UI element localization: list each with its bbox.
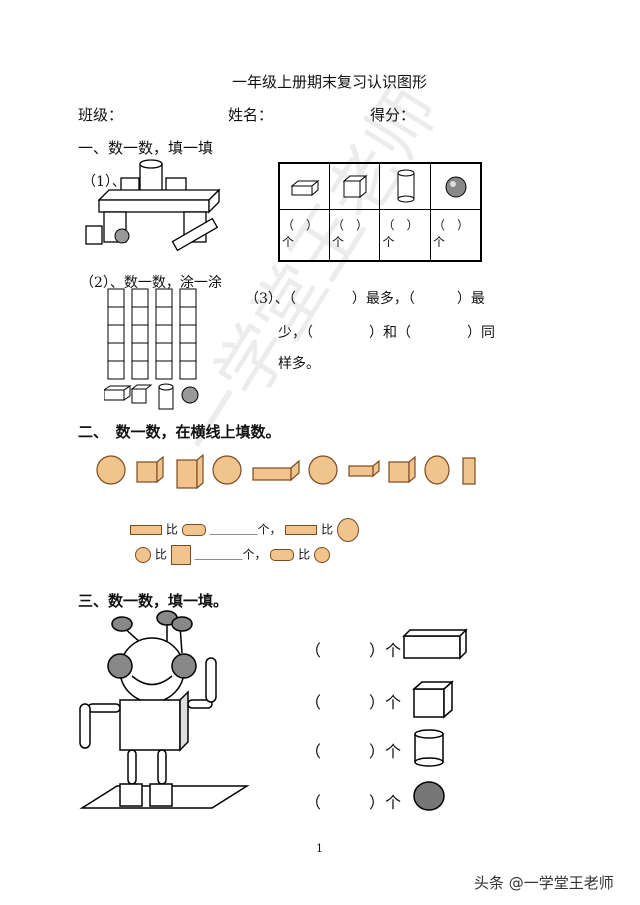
sphere-icon <box>429 162 482 210</box>
count-cell[interactable]: （ ）个 <box>379 208 431 262</box>
cuboid-icon <box>278 162 330 210</box>
cube-icon <box>412 680 454 719</box>
section3-heading: 三、数一数，填一填。 <box>78 592 229 610</box>
score-label: 得分： <box>370 106 416 124</box>
shape-count-table: （ ）个 （ ）个 （ ）个 （ ）个 <box>278 162 482 262</box>
source-watermark: 头条 @一学堂王老师 <box>474 874 614 892</box>
answer-row[interactable]: （ ）个 <box>305 693 402 712</box>
compare-word: 比 <box>154 547 167 562</box>
count-cell[interactable]: （ ）个 <box>429 208 482 262</box>
coloring-grid[interactable] <box>104 287 204 415</box>
cylinder-icon <box>379 162 431 210</box>
sphere-icon <box>413 781 445 811</box>
answer-blank[interactable]: ＿＿＿＿个， <box>194 547 267 562</box>
section1-heading: 一、数一数，填一填 <box>78 139 214 157</box>
class-label: 班级： <box>78 106 124 124</box>
solid-shapes-row <box>96 453 476 490</box>
answer-row[interactable]: （ ）个 <box>305 641 402 660</box>
q2-label: （2）、数一数，涂一涂 <box>80 275 222 291</box>
cuboid-icon <box>402 628 468 660</box>
cuboid-icon <box>130 525 162 535</box>
answer-row[interactable]: （ ）个 <box>305 742 402 761</box>
compare-word: 比 <box>165 522 178 537</box>
compare-line-1: 比 ＿＿＿＿个， 比 <box>130 518 360 542</box>
q1-label: （1）、 <box>82 174 126 190</box>
sphere-icon <box>337 518 360 542</box>
answer-blank[interactable]: ＿＿＿＿个， <box>209 522 282 537</box>
cuboid-icon <box>285 525 318 535</box>
compare-word: 比 <box>298 547 311 562</box>
q3-line1: （3）、（ ）最多，（ ）最 <box>245 291 485 307</box>
sphere-icon <box>314 547 331 563</box>
page-title: 一年级上册期末复习认识图形 <box>232 73 428 91</box>
q3-line3: 样多。 <box>278 356 320 372</box>
page-number: 1 <box>316 842 323 855</box>
answer-row[interactable]: （ ）个 <box>305 793 402 812</box>
sphere-icon <box>135 547 151 563</box>
compare-word: 比 <box>321 522 334 537</box>
cylinder-icon <box>414 729 444 767</box>
section2-heading: 二、 数一数，在横线上填数。 <box>78 423 281 441</box>
robot-image <box>79 610 250 809</box>
cube-icon <box>328 162 381 210</box>
cylinder-icon <box>270 549 295 561</box>
count-cell[interactable]: （ ）个 <box>278 208 330 262</box>
name-label: 姓名： <box>228 106 274 124</box>
compare-line-2: 比 ＿＿＿＿个， 比 <box>135 545 331 565</box>
cube-icon <box>170 545 191 565</box>
q3-line2: 少，（ ）和（ ）同 <box>278 325 495 341</box>
cylinder-icon <box>181 524 206 536</box>
block-building-image <box>85 159 221 252</box>
count-cell[interactable]: （ ）个 <box>328 208 381 262</box>
